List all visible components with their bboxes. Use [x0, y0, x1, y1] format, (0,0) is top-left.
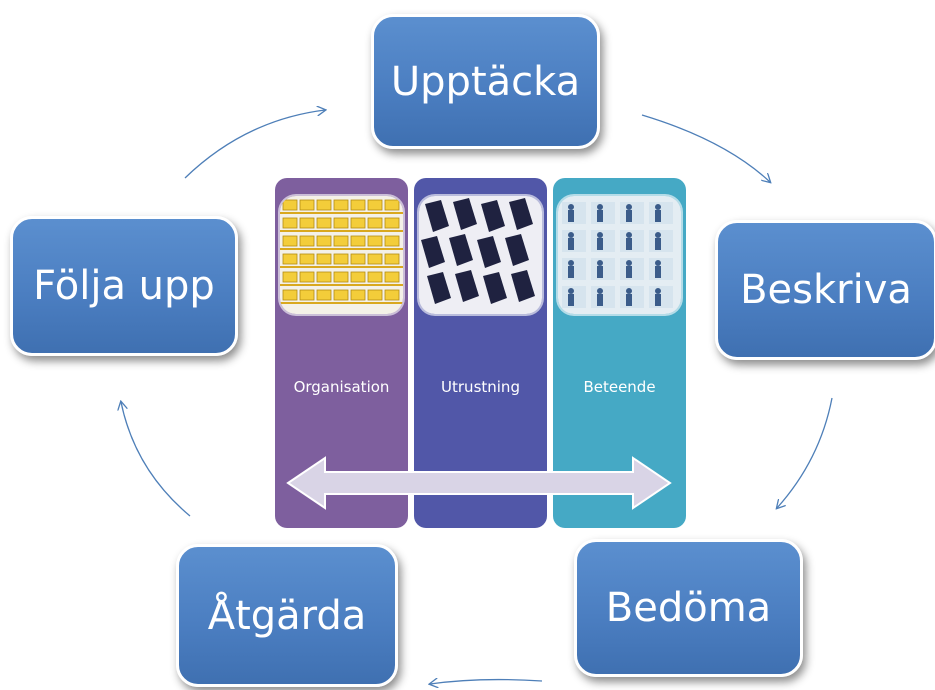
step-bedoma: Bedöma: [574, 539, 803, 677]
double-arrow-icon: [286, 456, 672, 510]
step-atgarda: Åtgärda: [176, 544, 398, 687]
step-upptacka: Upptäcka: [371, 14, 600, 149]
arrow-beskriva-to-bedoma: [777, 397, 833, 508]
step-label: Beskriva: [740, 267, 912, 313]
column-utrustning: Utrustning: [414, 178, 547, 528]
folders-icon: [280, 196, 403, 314]
arrow-upptacka-to-beskriva: [641, 114, 770, 182]
step-label: Följa upp: [33, 263, 215, 309]
person-figures-icon: [558, 196, 681, 314]
column-label: Organisation: [293, 378, 390, 396]
column-label: Utrustning: [441, 378, 520, 396]
step-label: Åtgärda: [207, 592, 367, 639]
arrow-bedoma-to-atgarda: [430, 680, 543, 684]
step-folja-upp: Följa upp: [10, 216, 238, 356]
gears-icon: [419, 196, 542, 314]
step-beskriva: Beskriva: [715, 220, 935, 360]
step-label: Bedöma: [605, 585, 772, 631]
column-organisation: Organisation: [275, 178, 408, 528]
arrow-folja-to-upptacka: [184, 110, 325, 179]
column-beteende: Beteende: [553, 178, 686, 528]
arrow-atgarda-to-folja: [121, 402, 191, 517]
column-label: Beteende: [583, 378, 656, 396]
step-label: Upptäcka: [390, 58, 581, 105]
